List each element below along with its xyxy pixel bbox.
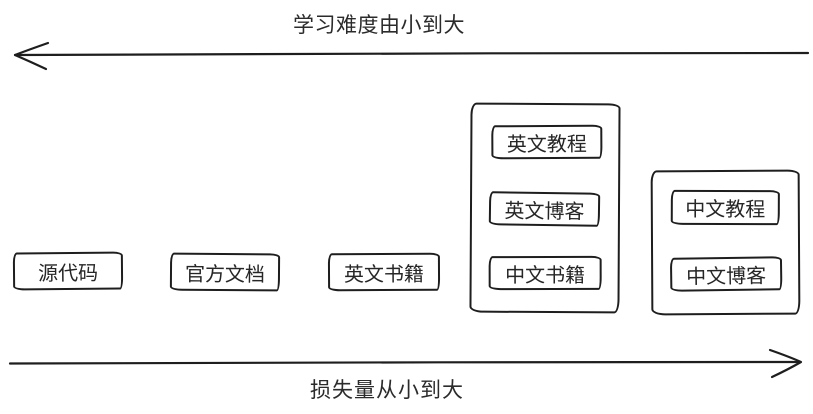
group-english-resources: 英文教程 英文博客 中文书籍 <box>469 102 621 314</box>
arrow-right-shaft <box>8 360 802 365</box>
node-chinese-tutorials: 中文教程 <box>670 189 780 226</box>
node-chinese-blogs: 中文博客 <box>669 256 783 292</box>
group-chinese-resources: 中文教程 中文博客 <box>650 169 801 316</box>
node-source-code: 源代码 <box>12 251 124 291</box>
arrow-right-head <box>768 348 803 379</box>
node-chinese-books: 中文书籍 <box>488 255 602 291</box>
arrow-left-head <box>13 41 50 71</box>
bottom-axis-label: 损失量从小到大 <box>310 379 464 402</box>
arrow-right-icon <box>8 348 803 379</box>
node-english-books: 英文书籍 <box>327 252 441 292</box>
node-english-blogs: 英文博客 <box>488 191 601 227</box>
top-axis-label: 学习难度由小到大 <box>293 14 465 37</box>
arrow-left-icon <box>13 41 810 71</box>
arrow-left-shaft <box>13 51 810 57</box>
node-english-tutorials: 英文教程 <box>491 124 603 160</box>
node-official-docs: 官方文档 <box>169 252 281 292</box>
